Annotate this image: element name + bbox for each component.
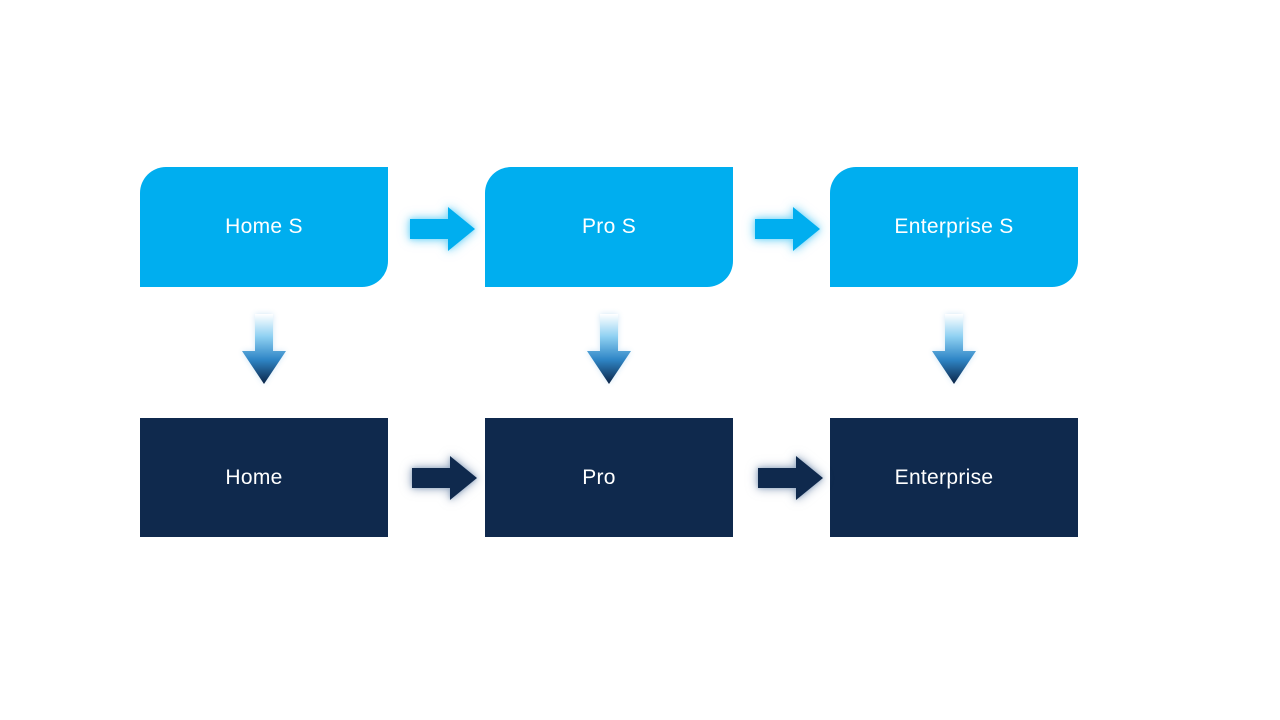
right-arrow-icon-bottom-2 xyxy=(758,456,823,500)
right-arrow-icon-bottom-1 xyxy=(412,456,477,500)
node-enterprise-s-label: Enterprise S xyxy=(894,215,1014,238)
node-home: Home xyxy=(140,418,388,537)
node-enterprise-s: Enterprise S xyxy=(830,167,1078,287)
down-arrow-icon-3 xyxy=(932,314,976,384)
node-enterprise-label: Enterprise xyxy=(894,465,994,489)
node-home-s: Home S xyxy=(140,167,388,287)
node-pro-s-label: Pro S xyxy=(581,215,637,238)
node-pro-s: Pro S xyxy=(485,167,733,287)
down-arrow-icon-2 xyxy=(587,314,631,384)
right-arrow-icon-top-2 xyxy=(755,207,820,251)
node-pro-label: Pro xyxy=(582,465,616,489)
node-enterprise: Enterprise xyxy=(830,418,1078,537)
node-home-s-label: Home S xyxy=(225,215,303,238)
down-arrow-icon-1 xyxy=(242,314,286,384)
right-arrow-icon-top-1 xyxy=(410,207,475,251)
node-pro: Pro xyxy=(485,418,733,537)
node-home-label: Home xyxy=(225,465,283,489)
